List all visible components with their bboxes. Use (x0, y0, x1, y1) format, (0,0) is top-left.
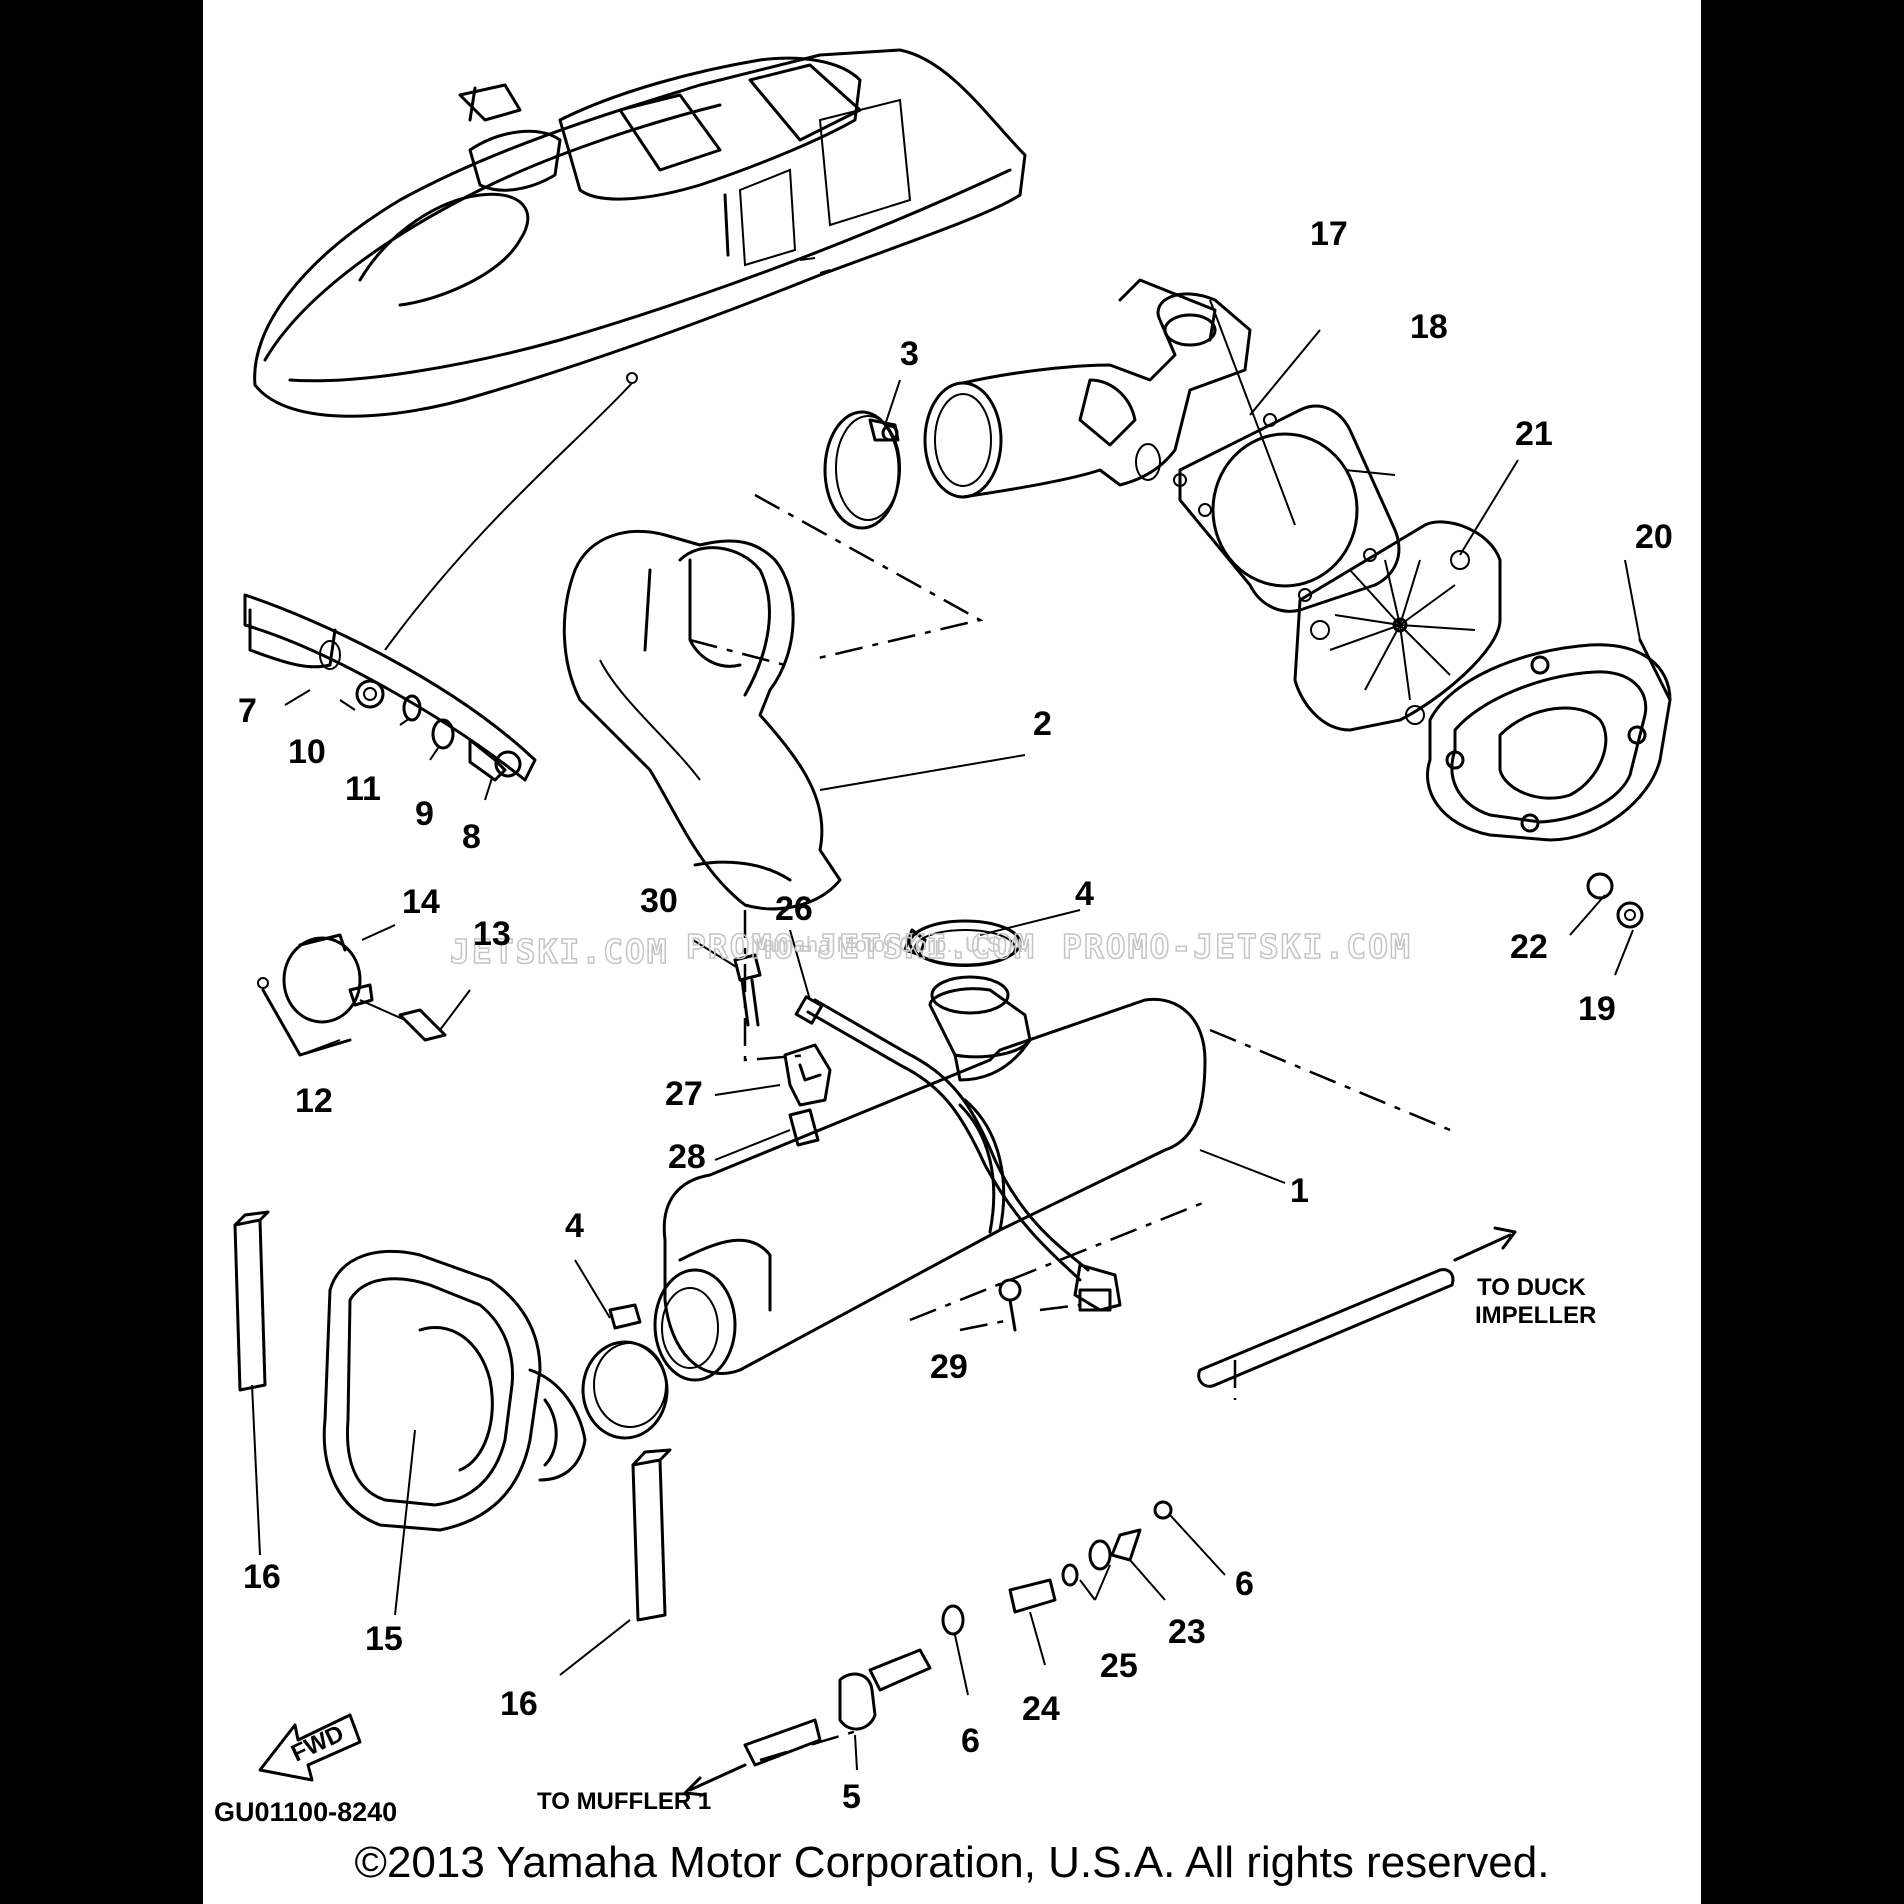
callout-6-right: 6 (1235, 1565, 1254, 1603)
callout-24: 24 (1022, 1690, 1060, 1728)
foam-block-part-16-left (233, 1210, 270, 1392)
callout-29: 29 (930, 1348, 968, 1386)
exhaust-elbow-part-17 (923, 278, 1252, 499)
watermark-right: PROMO-JETSKI.COM (1062, 927, 1412, 966)
fitting-part-24 (1008, 1578, 1057, 1614)
figure-code: GU01100-8240 (214, 1797, 398, 1827)
callout-16-bottom: 16 (500, 1685, 538, 1723)
watermark-overlay: Yamaha Motor Corp., U.S.A. (750, 932, 1028, 957)
outlet-part-15 (322, 1249, 587, 1532)
callout-22: 22 (1510, 928, 1548, 966)
callout-7: 7 (238, 692, 257, 730)
nut-part-22 (1586, 872, 1614, 900)
diagram-sheet (203, 0, 1701, 1904)
joint-part-5 (838, 1672, 877, 1731)
callout-30: 30 (640, 882, 678, 920)
watermark-middle: PROMO-JETSKI.COM (686, 927, 1036, 966)
clamp-part-14 (282, 933, 374, 1024)
callout-21: 21 (1515, 415, 1553, 453)
callout-15: 15 (365, 1620, 403, 1658)
bolt-part-29 (998, 1278, 1022, 1332)
clip-part-6-left (941, 1604, 965, 1636)
lower-hose-assembly (743, 1268, 1455, 1767)
washer-part-19 (1616, 901, 1644, 929)
centerlines (689, 493, 1451, 1762)
callout-9: 9 (415, 795, 434, 833)
clip-part-6-right (1153, 1500, 1173, 1520)
callout-26: 26 (775, 890, 813, 928)
watercraft-illustration (253, 48, 1027, 418)
outlet-housing-part-20 (1426, 638, 1672, 842)
callout-3: 3 (900, 335, 919, 373)
muffler-part-1 (653, 975, 1207, 1382)
callout-12: 12 (295, 1082, 333, 1120)
block-part-28 (788, 1108, 820, 1147)
watermarks: JETSKI.COM PROMO-JETSKI.COM PROMO-JETSKI… (449, 926, 1412, 972)
to-muffler-arrow (683, 1763, 747, 1797)
washer-part-23 (1110, 1528, 1142, 1562)
callout-8: 8 (462, 818, 481, 856)
washer-part-25-a (1088, 1539, 1112, 1571)
callout-19: 19 (1578, 990, 1616, 1028)
callout-13: 13 (473, 915, 511, 953)
leader-hull-to-mount (384, 382, 633, 651)
bracket-leader-12 (261, 988, 352, 1057)
callout-6-left: 6 (961, 1722, 980, 1760)
to-duck-arrow (1453, 1226, 1517, 1262)
callout-5: 5 (842, 1778, 861, 1816)
pin-part-13 (359, 999, 447, 1042)
callout-25: 25 (1100, 1647, 1138, 1685)
callout-16-left: 16 (243, 1558, 281, 1596)
plate-slots (1329, 559, 1476, 701)
plate-part-21 (1293, 520, 1502, 732)
callout-leaders (251, 299, 1641, 1771)
callout-11: 11 (345, 770, 381, 808)
to-duck-label-line1: TO DUCK (1477, 1274, 1587, 1301)
callout-17: 17 (1310, 215, 1348, 253)
hose-part-26 (794, 995, 1122, 1312)
to-muffler-label: TO MUFFLER 1 (537, 1788, 711, 1815)
copyright-notice: ©2013 Yamaha Motor Corporation, U.S.A. A… (354, 1838, 1550, 1887)
exhaust-pipe-part-2 (562, 529, 842, 911)
callout-23: 23 (1168, 1613, 1206, 1651)
mount-bracket (243, 593, 537, 782)
callout-numbers: 17 18 21 20 3 2 4 22 19 7 10 11 9 8 14 1… (238, 215, 1673, 1816)
callout-27: 27 (665, 1075, 703, 1113)
clamp-part-4-lower (581, 1303, 669, 1440)
fwd-arrow-icon: FWD (258, 1713, 362, 1782)
callout-18: 18 (1410, 308, 1448, 346)
callout-1: 1 (1290, 1172, 1309, 1210)
callout-10: 10 (288, 733, 326, 771)
callout-4-upper: 4 (1075, 875, 1094, 913)
watermark-left: JETSKI.COM (450, 932, 669, 971)
callout-14: 14 (402, 883, 440, 921)
callout-28: 28 (668, 1138, 706, 1176)
bolt-part-30 (733, 953, 762, 1027)
clamp-part-3 (823, 410, 901, 530)
callout-4-lower: 4 (565, 1207, 584, 1245)
to-duck-label-line2: IMPELLER (1475, 1302, 1596, 1329)
clip-part-12 (257, 977, 269, 989)
captions: TO DUCK IMPELLER TO MUFFLER 1 (537, 1274, 1596, 1815)
washer-part-25-b (1061, 1563, 1079, 1587)
gasket-part-18 (1178, 404, 1401, 613)
foam-block-part-16-bottom (631, 1448, 672, 1622)
clamp-part-4-upper (903, 919, 1022, 967)
callout-2: 2 (1033, 705, 1052, 743)
bracket-part-27 (783, 1043, 832, 1107)
callout-20: 20 (1635, 518, 1673, 556)
